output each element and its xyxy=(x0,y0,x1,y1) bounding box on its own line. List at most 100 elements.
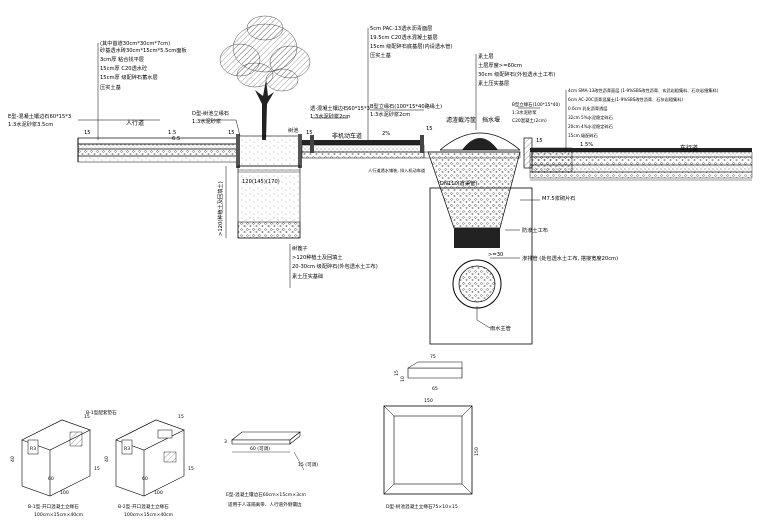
b2-size: 100cm×15cm×40cm xyxy=(124,512,174,518)
b2-title: B-2型-开口混凝土立缘石 xyxy=(118,503,169,510)
pass-curb-label: 透-混凝土镶边石60*15*3 xyxy=(310,104,370,112)
inlet-layer-notes: 素土层 土层厚度>=60cm 30cm 级配碎石(外包透水土工布) 素土压实基层 xyxy=(478,52,555,87)
d-bottom: 65 xyxy=(432,386,438,392)
sidewalk-layer-notes: (其中首道30cm*30cm*7cm) 砂基透水砖30cm*15cm*5.5cm… xyxy=(100,39,187,91)
b2-dim-t: 15 xyxy=(178,414,184,420)
bike-layer-0: 5cm PAC-13透水沥青面层 xyxy=(370,24,432,32)
inlet-layer-3: 素土压实基层 xyxy=(478,79,509,87)
sidewalk-layer-1: 砂基透水砖30cm*15cm*5.5cm面板 xyxy=(100,46,187,54)
road-layer-2: 0.6cm 乳化沥青透层 xyxy=(568,105,608,112)
b2-dim-h: 40 xyxy=(104,456,110,462)
road-curb-notes: B型立缘石(100*15*40) 1:3水泥砂浆 C20混凝土(2cm) xyxy=(512,101,560,124)
road-layer-notes: 4cm SMA-13改性沥青面层 (1-9%SBS改性沥青、玄武岩粗集料、石灰岩… xyxy=(568,87,719,139)
pipe-label: DN110(盲渠管) xyxy=(440,179,477,187)
bike-layer-2: 15cm 级配碎石底基层(内设透水管) xyxy=(370,42,452,50)
d-side: 150 xyxy=(474,447,480,456)
fabric-label: 防渗土工布 xyxy=(522,226,548,234)
pass-curb-bed-label: 1:3水泥砂浆2cm xyxy=(310,112,350,120)
b-curb-bed-label: 1:3水泥砂浆2cm xyxy=(370,110,410,118)
bike-layer-1: 19.5cm C20透水混凝土基层 xyxy=(370,33,438,41)
slope-sidewalk: 1.5 xyxy=(168,130,176,136)
b1-dim-l1: 60 xyxy=(48,476,54,482)
bike-layer-notes: 5cm PAC-13透水沥青面层 19.5cm C20透水混凝土基层 15cm … xyxy=(370,24,452,59)
bike-lane-label: 非机动车道 xyxy=(332,132,362,140)
detail-b1: B-1型-开口混凝土立缘石 100cm×15cm×40cm B-1型配套垫石 4… xyxy=(10,409,117,518)
road-layer-0: 4cm SMA-13改性沥青面层 (1-9%SBS改性沥青、玄武岩粗集料、石灰岩… xyxy=(568,87,719,94)
b2-dim-l1: 60 xyxy=(142,476,148,482)
tree-label: 树池 xyxy=(288,126,298,134)
d-h: 15 xyxy=(394,370,400,376)
b-curb-label: B型立缘石(100*15*40路缘土) xyxy=(370,102,442,110)
sidewalk-layer-3: 15cm厚 C20透水砼 xyxy=(100,64,148,72)
road-layer-4: 20cm 4%水泥稳定碎石 xyxy=(568,123,613,130)
slope-bike: 2% xyxy=(382,131,390,137)
grate-note: 人行道透水铺装, 排入机动车道 xyxy=(368,167,426,174)
inlet-layer-2: 30cm 级配碎石(外包透水土工布) xyxy=(478,70,555,78)
sidewalk-label: 人行道 xyxy=(126,119,144,127)
e-title: E型-混凝土镶边石60cm×15cm×3cm xyxy=(226,491,307,498)
b1-dim-h: 40 xyxy=(10,456,16,462)
tree-pit-note-0: 树篦子 xyxy=(292,244,308,252)
dim-e: 15 xyxy=(426,126,433,132)
tree-pit-depth: >120(种植土及回填土) xyxy=(216,181,224,236)
road-layer-3: 32cm 5%水泥稳定碎石 xyxy=(568,114,613,121)
bike-layer-3: 压实土基 xyxy=(370,51,392,59)
b1-title: B-1型-开口混凝土立缘石 xyxy=(28,503,79,510)
d-sq: 150 xyxy=(424,398,433,404)
d-curb-label: D型-树池立缘石 xyxy=(192,109,229,117)
detail-b2: B-2型-开口混凝土立缘石 100cm×15cm×40cm 40 15 60 1… xyxy=(104,414,194,518)
road-curb-0: B型立缘石(100*15*40) xyxy=(512,101,560,108)
sidewalk-pavement xyxy=(77,137,239,163)
b2-dim-r: R3 xyxy=(124,446,130,452)
inlet-layer-1: 土层厚度>=60cm xyxy=(478,61,522,69)
dim-f: 15 xyxy=(536,138,543,144)
grate-label: 挡水堰 xyxy=(482,116,500,124)
dim-b: 15 xyxy=(228,130,235,136)
sidewalk-layer-2: 3cm厚 粘合找平层 xyxy=(100,55,144,63)
tree-pit xyxy=(236,134,302,239)
d-top: 75 xyxy=(430,354,436,360)
main-pipe-label: 雨水主管 xyxy=(490,324,511,332)
tree-pit-note-3: 素土压实基础 xyxy=(292,272,323,280)
slope-road: 1.5% xyxy=(580,142,593,148)
b2-dim-w: 15 xyxy=(188,466,194,472)
e-note: 适用于人非隔离带、人行道外侧镶边 xyxy=(228,501,302,508)
bike-lane-pavement xyxy=(301,135,425,159)
detail-d: 75 65 15 10 150 150 D型-树池混凝土立缘石75×10×15 xyxy=(383,354,480,510)
filter-label: 滤渣截污筐 xyxy=(446,116,476,124)
tree-pit-note-1: >120种植土及回填土 xyxy=(292,253,343,261)
e-curb-bed-label: 1:3水泥砂浆3.5cm xyxy=(8,120,53,128)
b1-dim-l2: 100 xyxy=(60,490,69,496)
b1-size: 100cm×15cm×40cm xyxy=(34,512,84,518)
dim-a: 15 xyxy=(84,130,91,136)
leader-lines xyxy=(78,28,567,329)
seep-dim: >=30 xyxy=(488,252,503,258)
d-title: D型-树池混凝土立缘石75×10×15 xyxy=(386,503,458,510)
dim-d: 15 xyxy=(306,130,313,136)
sidewalk-layer-0: (其中首道30cm*30cm*7cm) xyxy=(100,39,170,47)
b1-label: B-1型配套垫石 xyxy=(86,409,117,416)
carriageway-pavement xyxy=(529,148,753,181)
road-layer-1: 6cm AC-20C沥青混凝土(1-9%SBS改性沥青、石灰岩粗集料) xyxy=(568,96,683,103)
seep-pipe-label: 渗排管 (处包透水土工布, 搭接宽度20cm) xyxy=(522,254,618,262)
e-thk: 3 xyxy=(224,439,227,445)
e-width: 15 (可调) xyxy=(298,461,318,468)
sidewalk-layer-5: 压实土基 xyxy=(100,83,122,91)
tree-illustration xyxy=(219,15,311,140)
e-curb-label: E型-混凝土镶边石60*15*3 xyxy=(8,112,71,120)
carriageway-label: 车行道 xyxy=(680,144,698,152)
road-curb-2: C20混凝土(2cm) xyxy=(512,117,547,124)
tree-pit-note-2: 20-30cm 级配碎石(外包透水土工布) xyxy=(292,262,378,270)
b1-dim-w: 15 xyxy=(94,466,100,472)
detail-e: 60 (可调) 15 (可调) 3 E型-混凝土镶边石60cm×15cm×3cm… xyxy=(224,431,318,508)
b1-dim-t: 15 xyxy=(84,414,90,420)
tree-pit-width: 120(145)(170) xyxy=(242,179,280,185)
tree-pit-notes: 树篦子 >120种植土及回填土 20-30cm 级配碎石(外包透水土工布) 素土… xyxy=(292,244,378,280)
d-curb-bed-label: 1:3水泥砂浆 xyxy=(192,117,221,125)
d-w: 10 xyxy=(400,376,406,382)
bioretention-inlet xyxy=(423,132,533,345)
road-curb-1: 1:3水泥砂浆 xyxy=(512,109,537,116)
dim-c: 6.5 xyxy=(172,136,180,142)
